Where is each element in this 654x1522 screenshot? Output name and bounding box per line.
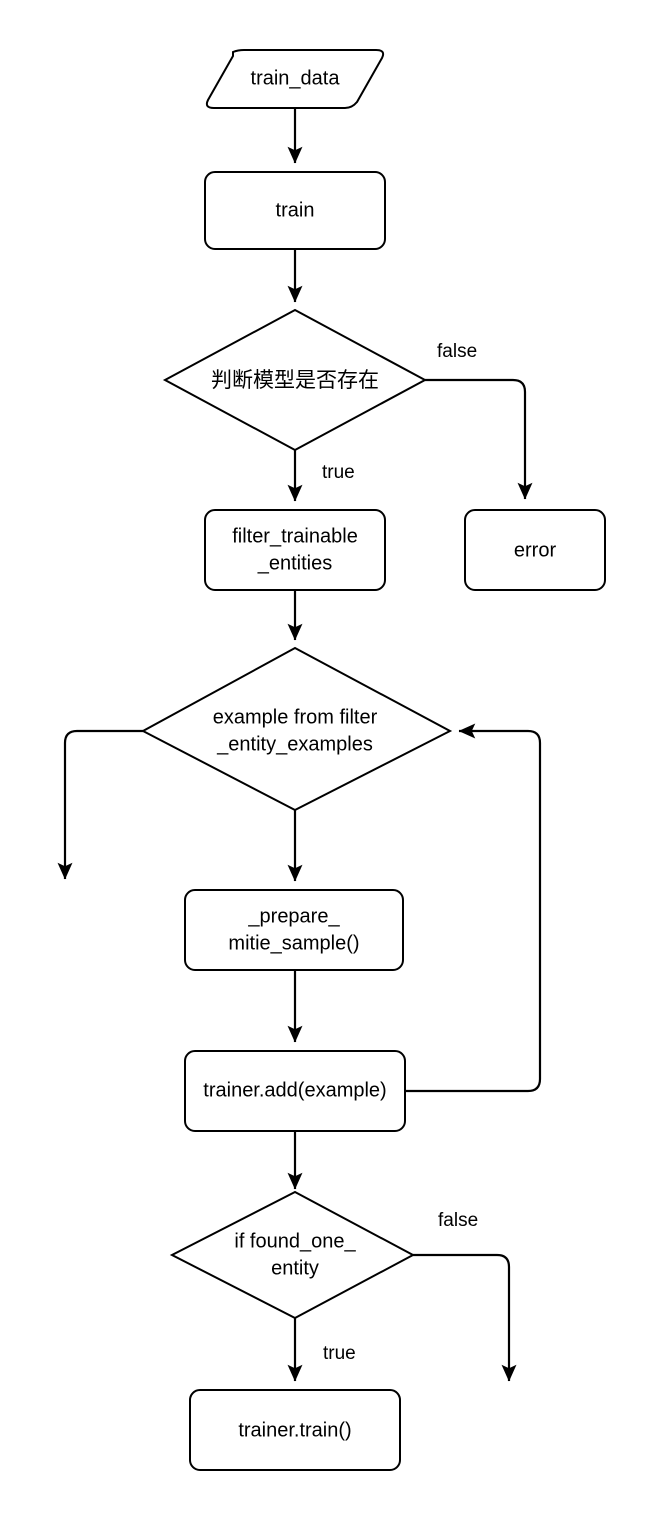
trainer-train-shape bbox=[189, 1389, 401, 1471]
found-one-entity-shape bbox=[169, 1190, 416, 1320]
node-prepare-mitie-sample[interactable]: _prepare_ mitie_sample() bbox=[184, 889, 404, 971]
model-exists-label: 判断模型是否存在 bbox=[211, 368, 379, 392]
node-train[interactable]: train bbox=[204, 171, 386, 250]
node-trainer-train[interactable]: trainer.train() bbox=[189, 1389, 401, 1471]
example-loop-shape bbox=[140, 646, 453, 812]
edge-example-loop-exit bbox=[57, 729, 143, 880]
edge-label-found-one-true: true bbox=[323, 1343, 356, 1364]
prepare-mitie-sample-label-line2: mitie_sample() bbox=[228, 932, 359, 954]
node-example-loop[interactable]: example from filter _entity_examples bbox=[140, 646, 453, 812]
edge-label-found-one-false: false bbox=[438, 1210, 478, 1231]
example-loop-label-line2: _entity_examples bbox=[216, 733, 373, 755]
edge-label-model-exists-false: false bbox=[437, 341, 477, 362]
node-filter-trainable-entities[interactable]: filter_trainable _entities bbox=[204, 509, 386, 591]
train-shape bbox=[204, 171, 386, 250]
node-train-data[interactable]: train_data bbox=[205, 49, 385, 109]
prepare-mitie-sample-label-line1: _prepare_ bbox=[247, 905, 340, 927]
error-shape bbox=[464, 509, 606, 591]
filter-trainable-entities-label-line1: filter_trainable bbox=[232, 525, 358, 547]
edge-label-model-exists-true: true bbox=[322, 462, 355, 483]
trainer-add-shape bbox=[184, 1050, 406, 1132]
node-error[interactable]: error bbox=[464, 509, 606, 591]
node-trainer-add[interactable]: trainer.add(example) bbox=[184, 1050, 406, 1132]
filter-trainable-entities-shape bbox=[204, 509, 386, 591]
found-one-entity-label-line1: if found_one_ bbox=[234, 1230, 356, 1252]
edge-trainer-add-loop-back bbox=[405, 723, 542, 1093]
node-found-one-entity[interactable]: if found_one_ entity bbox=[169, 1190, 416, 1320]
error-label: error bbox=[514, 539, 557, 561]
filter-trainable-entities-label-line2: _entities bbox=[257, 552, 333, 574]
edge-model-exists-false-to-error bbox=[425, 378, 533, 500]
prepare-mitie-sample-shape bbox=[184, 889, 404, 971]
train-label: train bbox=[276, 199, 315, 221]
example-loop-label-line1: example from filter bbox=[213, 706, 378, 728]
train-data-label: train_data bbox=[251, 67, 341, 89]
node-model-exists[interactable]: 判断模型是否存在 bbox=[162, 308, 428, 452]
train-data-shape bbox=[205, 49, 385, 109]
trainer-train-label: trainer.train() bbox=[238, 1419, 351, 1441]
edge-found-one-false-exit bbox=[413, 1253, 517, 1382]
trainer-add-label: trainer.add(example) bbox=[203, 1079, 386, 1101]
found-one-entity-label-line2: entity bbox=[271, 1257, 319, 1279]
model-exists-shape bbox=[162, 308, 428, 452]
